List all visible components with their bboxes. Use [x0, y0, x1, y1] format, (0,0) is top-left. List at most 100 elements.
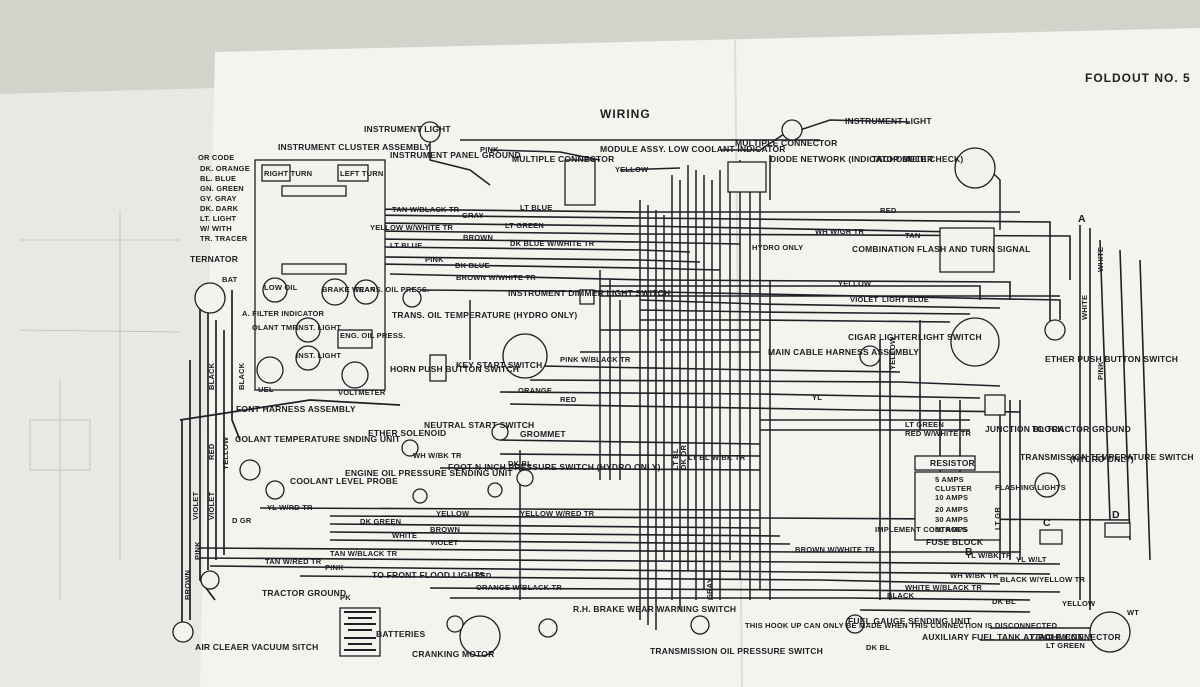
label-right-turn: RIGHT TURN: [264, 169, 312, 178]
wire-label: RED W/WHITE TR: [905, 429, 972, 438]
label-fuse-block: FUSE BLOCK: [926, 537, 984, 547]
label-flashing-lights: FLASHING LIGHTS: [995, 483, 1066, 492]
wire-label: D GR: [232, 516, 252, 525]
gauge-trans-oil: TRANS. OIL PRESS.: [354, 285, 429, 294]
label-seven-pole: 7-POLE CONNECTOR: [1030, 632, 1121, 642]
label-transmission-oil-pressure: TRANSMISSION OIL PRESSURE SWITCH: [650, 646, 823, 656]
label-instrument-panel-ground: INSTRUMENT PANEL GROUND: [390, 150, 521, 160]
label-cranking-motor: CRANKING MOTOR: [412, 649, 494, 659]
transmission-temp-switch-body: [1034, 472, 1060, 498]
label-multiple-connector: MULTIPLE CONNECTOR: [512, 154, 614, 164]
wire-label: YELLOW: [838, 279, 872, 288]
multiple-connector-block: [564, 159, 596, 206]
diode-network-block: [727, 161, 767, 193]
wire-label: RED: [475, 571, 492, 580]
label-engine-oil-pressure: ENGINE OIL PRESSURE SENDING UNIT: [345, 468, 513, 478]
cranking-motor-solenoid: [446, 615, 464, 633]
wire-label: WHITE: [392, 531, 417, 540]
wire-label: PINK W/BLACK TR: [560, 355, 631, 364]
ether-solenoid-body: [401, 439, 419, 457]
label-front-harness: FONT HARNESS ASSEMBLY: [236, 404, 356, 414]
gauge-eng-oil: ENG. OIL PRESS.: [340, 331, 405, 340]
label-horn-push-button: HORN PUSH BUTTON SWITCH: [390, 364, 519, 374]
batteries-body: [339, 607, 381, 657]
connector-letter-d: D: [1112, 509, 1120, 521]
wire-label: GRAY: [705, 578, 714, 600]
wire-label: BLACK: [207, 362, 216, 390]
label-cigar-lighter: CIGAR LIGHTER: [848, 332, 918, 342]
wire-label: LT BL: [671, 448, 680, 470]
gauge-coolant: OLANT TMP.: [252, 323, 299, 332]
color-code-entry: TR. TRACER: [200, 234, 248, 243]
label-hydro-only-2: (HYDRO ONLY): [1070, 454, 1134, 464]
wire-label: LT GREEN: [1046, 641, 1085, 650]
connector-d-body: [1104, 522, 1131, 538]
connector-letter-a: A: [1078, 213, 1086, 225]
label-coolant-level-probe: COOLANT LEVEL PROBE: [290, 476, 398, 486]
label-multiple-connector-2: MULTIPLE CONNECTOR: [735, 138, 837, 148]
label-dimmer-switch: INSTRUMENT DIMMER LIGHT SWITCH: [508, 288, 670, 298]
label-transmission-temp-switch: TRANSMISSION TEMPERATURE SWITCH: [1020, 452, 1194, 462]
wire-label: LIGHT BLUE: [882, 295, 929, 304]
instrument-light-left-bulb: [419, 121, 441, 143]
color-code-entry: GY. GRAY: [200, 194, 237, 203]
wire-label: YELLOW: [615, 165, 649, 174]
wire-label: BLACK W/YELLOW TR: [1000, 575, 1085, 584]
label-to-tractor-ground: TO TRACTOR GROUND: [1032, 424, 1131, 434]
wire-label: BROWN: [463, 233, 493, 242]
wire-label: DK GREEN: [360, 517, 401, 526]
wire-label: PINK: [1096, 361, 1105, 380]
label-resistor: RESISTOR: [930, 458, 975, 468]
label-neutral-start-switch: NEUTRAL START SWITCH: [424, 420, 534, 430]
resistor-body: [914, 455, 976, 471]
label-hydro-only: HYDRO ONLY: [752, 243, 803, 252]
wire-label: WHITE: [1080, 295, 1089, 320]
wire-label: VIOLET: [850, 295, 879, 304]
fuse-rating: 5 AMPS: [935, 475, 964, 484]
cluster-gauge-labels: LOW OIL BRAKE WEAR TRANS. OIL PRESS. A. …: [242, 283, 429, 397]
fuse-rating: 30 AMPS: [935, 515, 968, 524]
wire-label: DK BLUE W/WHITE TR: [510, 239, 595, 248]
label-grommet: GROMMET: [520, 429, 566, 439]
label-light-switch: LIGHT SWITCH: [918, 332, 982, 342]
label-tachometer: TACHOMETER: [872, 154, 933, 164]
wire-label: YELLOW: [436, 509, 470, 518]
wire-label: YELLOW: [1062, 599, 1096, 608]
wire-label: LT BLUE: [520, 203, 553, 212]
label-aux-fuel: AUXILIARY FUEL TANK ATTACHMENT: [922, 632, 1083, 642]
coolant-temp-sensor-body: [239, 459, 261, 481]
wire-label: BROWN W/WHITE TR: [795, 545, 875, 554]
wire-label: WH W/GR TR: [815, 227, 864, 236]
wire-label: ORANGE W/BLACK TR: [476, 583, 562, 592]
connector-c-body: [1039, 529, 1063, 545]
wire-label: DK BL: [866, 643, 890, 652]
connector-letter-c: C: [1043, 517, 1051, 529]
wire-label: YL W/LT: [1016, 555, 1047, 564]
color-code-entry: W/ WITH: [200, 224, 232, 233]
wire-label: DK OR: [679, 444, 688, 470]
fuse-rating: 20 AMPS: [935, 505, 968, 514]
gauge-voltmeter: VOLTMETER: [338, 388, 386, 397]
seven-pole-connector-body: [1089, 611, 1131, 653]
wire-label: YELLOW W/WHITE TR: [370, 223, 453, 232]
wire-harness: [179, 119, 1151, 641]
wire-label: WT: [1127, 608, 1139, 617]
gauge-low-oil: LOW OIL: [264, 283, 298, 292]
diagram-title: WIRING: [600, 107, 651, 121]
alternator-bat-label: BAT: [222, 275, 238, 284]
wire-label: BROWN W/WHITE TR: [456, 273, 536, 282]
wire-label: RED: [207, 443, 216, 460]
label-front-flood-lights: TO FRONT FLOOD LIGHTS: [372, 570, 485, 580]
wire-label: PINK: [425, 255, 444, 264]
wire-label: YL W/RD TR: [267, 503, 313, 512]
label-brake-warning: R.H. BRAKE WEAR WARNING SWITCH: [573, 604, 736, 614]
ether-button-body: [1044, 319, 1066, 341]
label-main-cable-harness: MAIN CABLE HARNESS ASSEMBLY: [768, 347, 919, 357]
wire-label: PINK: [193, 541, 202, 560]
gauge-inst-light-2: INST. LIGHT: [296, 351, 341, 360]
foldout-number: FOLDOUT NO. 5: [1085, 71, 1191, 85]
connector-letter-b: B: [965, 546, 973, 558]
wire-label: DK BL: [992, 597, 1016, 606]
wire-labels: PINK YELLOW TAN W/BLACK TR GRAY LT BLUE …: [232, 145, 1139, 652]
label-tractor-ground: TRACTOR GROUND: [262, 588, 346, 598]
